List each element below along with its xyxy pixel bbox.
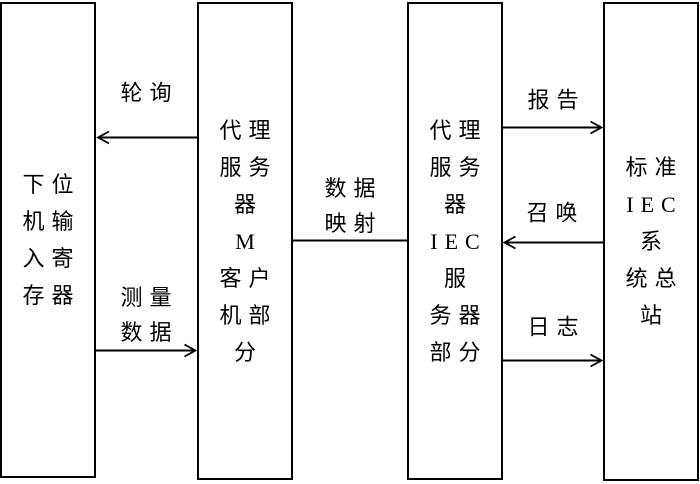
box-label-line: 代理	[429, 117, 488, 143]
box-label-line: 服务	[429, 154, 488, 180]
connection-label-line: 报告	[527, 87, 586, 113]
connection-label-line: 测量	[120, 285, 179, 310]
box-proxy-server-m-client-part-label: 代理 服务 器 M 客户 机部 分	[199, 112, 291, 371]
connection-label-line: 召唤	[526, 200, 585, 226]
box-label-line: M	[235, 228, 262, 254]
box-label-line: 统总	[625, 266, 684, 291]
connection-label-line: 数据	[324, 176, 383, 201]
box-lower-machine-input-register-label: 下位 机输 入寄 存器	[2, 166, 94, 314]
box-label-line: 入寄	[22, 246, 81, 271]
box-label-line: 存器	[22, 283, 81, 308]
box-proxy-server-iec-server-part-label: 代理 服务 器 IEC 服 务器 部分	[409, 112, 501, 371]
box-label-line: 机部	[219, 302, 278, 328]
box-label-line: 机输	[22, 209, 81, 234]
data-mapping-label: 数据 映射	[317, 171, 382, 241]
connection-label-line: 数据	[120, 320, 179, 345]
box-label-line: 下位	[22, 172, 81, 197]
box-label-line: 服	[443, 265, 473, 291]
connection-label-line: 映射	[324, 211, 383, 236]
box-lower-machine-input-register: 下位 机输 入寄 存器	[0, 2, 96, 478]
box-label-line: 标准	[625, 155, 684, 180]
box-label-line: 部分	[429, 339, 488, 365]
box-label-line: 器	[233, 191, 263, 217]
box-proxy-server-m-client-part: 代理 服务 器 M 客户 机部 分	[197, 2, 293, 480]
box-label-line: 系	[639, 229, 669, 254]
box-standard-iec-system-master-station: 标准 IEC 系 统总 站	[603, 2, 699, 481]
box-label-line: IEC	[430, 228, 487, 254]
box-label-line: 代理	[219, 117, 278, 143]
box-label-line: 分	[233, 339, 263, 365]
box-label-line: 服务	[219, 154, 278, 180]
box-standard-iec-system-master-station-label: 标准 IEC 系 统总 站	[605, 149, 697, 334]
polling-label: 轮询	[113, 76, 178, 111]
log-label: 日志	[520, 310, 585, 345]
report-label: 报告	[520, 83, 585, 118]
connection-label-line: 轮询	[120, 80, 179, 106]
box-label-line: 器	[443, 191, 473, 217]
box-label-line: 客户	[219, 265, 278, 291]
measurement-data-label: 测量 数据	[113, 280, 178, 350]
box-label-line: 务器	[429, 302, 488, 328]
box-label-line: 站	[639, 303, 669, 328]
box-label-line: IEC	[626, 192, 683, 217]
box-proxy-server-iec-server-part: 代理 服务 器 IEC 服 务器 部分	[407, 2, 503, 480]
call-label: 召唤	[519, 196, 584, 231]
connection-label-line: 日志	[527, 314, 586, 340]
